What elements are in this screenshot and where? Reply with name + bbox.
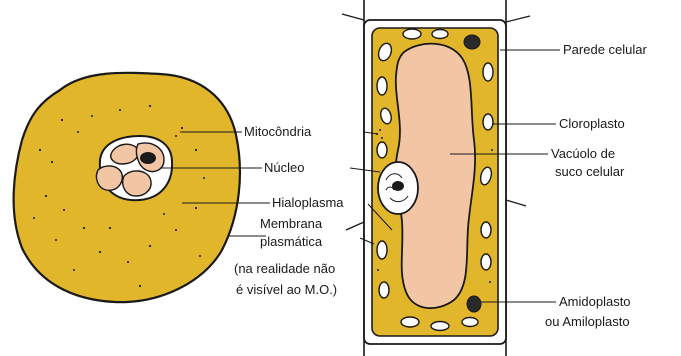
label-mitocondria: Mitocôndria (244, 124, 312, 139)
label-membrana-2: plasmática (260, 234, 323, 249)
label-membrana-1: Membrana (260, 216, 323, 231)
label-membrana-3: (na realidade não (234, 261, 335, 276)
label-membrana-4: é visível ao M.O.) (236, 282, 337, 297)
label-amidoplasto-1: Amidoplasto (559, 294, 631, 309)
label-vacuolo-1: Vacúolo de (551, 146, 615, 161)
plant-cell (342, 0, 560, 356)
label-nucleo: Núcleo (264, 160, 304, 175)
label-hialoplasma: Hialoplasma (272, 195, 344, 210)
label-vacuolo-2: suco celular (555, 164, 625, 179)
plant-nucleus (378, 162, 418, 214)
label-cloroplasto: Cloroplasto (559, 116, 625, 131)
animal-cell (14, 73, 270, 302)
label-amidoplasto-2: ou Amiloplasto (545, 314, 630, 329)
label-parede: Parede celular (563, 42, 647, 57)
